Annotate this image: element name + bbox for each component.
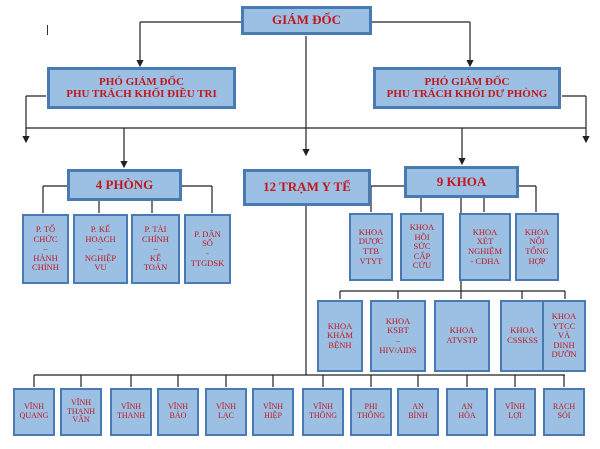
department-box-3: P. TÀI CHÍNH – KẾ TOÁN: [131, 214, 180, 284]
department-box-2: P. KẾ HOẠCH – NGHIỆP VU: [73, 214, 128, 284]
station-box-1: VĨNH QUANG: [13, 388, 55, 436]
station-box-11: VĨNH LỢI: [494, 388, 536, 436]
director-box: GIÁM ĐỐC: [241, 6, 372, 35]
faculty-box-row2-1: KHOA KHÁM BỆNH: [317, 300, 363, 372]
faculties-group-box: 9 KHOA: [404, 166, 519, 198]
station-box-3: VĨNH THANH: [110, 388, 152, 436]
department-box-1: P. TỔ CHỨC – HÀNH CHÍNH: [22, 214, 69, 284]
stations-group-box: 12 TRẠM Y TẾ: [243, 169, 371, 206]
departments-group-box: 4 PHÒNG: [67, 169, 182, 201]
station-box-8: PHI THÔNG: [350, 388, 392, 436]
faculty-box-4: KHOA NỘI TỔNG HỢP: [515, 213, 559, 281]
faculty-box-row2-5: KHOA YTCC VÀ DINH DƯỠN: [542, 300, 586, 372]
department-box-4: P. DÂN SỐ - TTGDSK: [184, 214, 231, 284]
station-box-9: AN BÌNH: [397, 388, 439, 436]
station-box-5: VĨNH LẠC: [205, 388, 247, 436]
station-box-12: RẠCH SỎI: [543, 388, 585, 436]
faculty-box-row2-2: KHOA KSBT – HIV/AIDS: [370, 300, 426, 372]
deputy-prevention-box: PHÓ GIÁM ĐỐC PHU TRÁCH KHỐI DƯ PHÒNG: [373, 67, 561, 109]
faculty-box-3: KHOA XÉT NGHIỆM - CĐHA: [459, 213, 511, 281]
station-box-2: VĨNH THANH VÂN: [60, 388, 102, 436]
deputy-treatment-box: PHÓ GIÁM ĐỐC PHU TRÁCH KHỐI ĐIỀU TRI: [47, 67, 236, 109]
station-box-4: VĨNH BẢO: [157, 388, 199, 436]
faculty-box-1: KHOA DƯỢC TTB VTYT: [349, 213, 393, 281]
station-box-6: VĨNH HIỆP: [252, 388, 294, 436]
station-box-7: VĨNH THÔNG: [302, 388, 344, 436]
faculty-box-row2-4: KHOA CSSKSS: [500, 300, 545, 372]
station-box-10: AN HÒA: [446, 388, 488, 436]
faculty-box-row2-3: KHOA ATVSTP: [434, 300, 490, 372]
text-cursor: [47, 25, 48, 35]
faculty-box-2: KHOA HỒI SỨC CẤP CỨU: [400, 213, 444, 281]
